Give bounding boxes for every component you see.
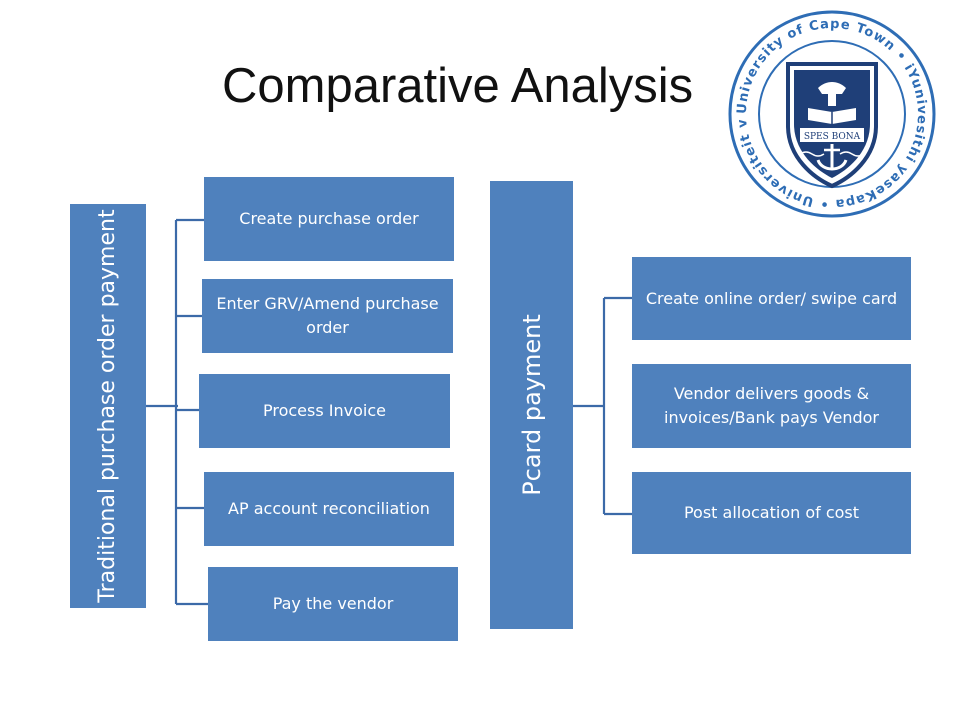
step-create-online-order: Create online order/ swipe card <box>632 257 911 340</box>
pcard-payment-box: Pcard payment <box>490 181 573 629</box>
pcard-payment-label: Pcard payment <box>517 314 546 496</box>
traditional-payment-box: Traditional purchase order payment <box>70 204 146 608</box>
step-create-purchase-order: Create purchase order <box>204 177 454 261</box>
traditional-payment-label: Traditional purchase order payment <box>95 209 120 603</box>
step-post-allocation: Post allocation of cost <box>632 472 911 554</box>
step-ap-reconciliation: AP account reconciliation <box>204 472 454 546</box>
svg-text:SPES BONA: SPES BONA <box>804 132 861 142</box>
university-seal-logo: University of Cape Town • iYunivesithi y… <box>726 8 936 218</box>
step-vendor-delivers: Vendor delivers goods & invoices/Bank pa… <box>632 364 911 448</box>
page-title: Comparative Analysis <box>222 59 694 113</box>
step-enter-grv: Enter GRV/Amend purchase order <box>202 279 453 353</box>
step-pay-vendor: Pay the vendor <box>208 567 458 641</box>
step-process-invoice: Process Invoice <box>199 374 450 448</box>
